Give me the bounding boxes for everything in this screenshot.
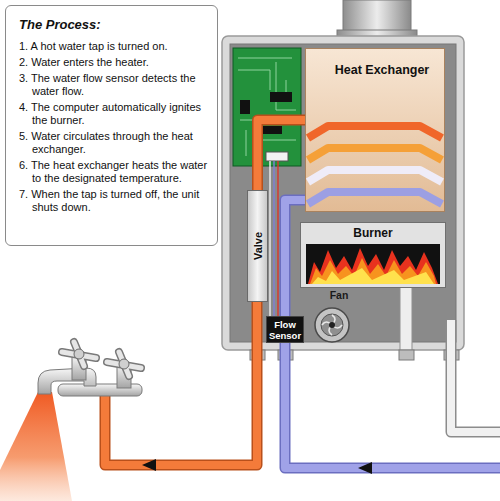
circuit-board [262, 126, 282, 134]
process-step: 3. The water flow sensor detects the wat… [19, 72, 211, 98]
gas-pipe [451, 320, 500, 432]
part-label: Burner [301, 226, 445, 240]
circuit-board [266, 152, 288, 161]
faucet [74, 349, 84, 359]
faucet [107, 352, 141, 376]
circuit-board [233, 48, 301, 166]
part-label: Valve [252, 232, 264, 260]
water-pipe [285, 200, 305, 316]
burner-flame [308, 248, 438, 284]
faucet [38, 368, 96, 394]
process-step: 1. A hot water tap is turned on. [19, 40, 211, 53]
gas-pipe [451, 320, 500, 432]
burner: Burner [300, 222, 446, 288]
circuit-board [270, 92, 292, 102]
burner-flame [312, 268, 434, 284]
heat-exchanger-coil [308, 148, 442, 160]
circuit-board [240, 100, 250, 114]
cold-water-pipe [285, 342, 500, 468]
sensor-wire [270, 161, 278, 316]
part-label: Heat Exchanger [320, 63, 444, 77]
flow-arrow [358, 462, 372, 474]
sensor-wire [277, 161, 278, 316]
process-heading: The Process: [19, 17, 211, 32]
pipe-outline [285, 200, 305, 316]
cold-water-pipe [285, 342, 500, 468]
faucet [62, 342, 96, 366]
faucet [119, 359, 129, 369]
faucet [62, 342, 96, 366]
hot-water-pipe [105, 300, 257, 465]
burner-flame [306, 244, 440, 284]
faucet [0, 392, 72, 501]
process-step: 6. The heat exchanger heats the water to… [19, 159, 211, 185]
process-step: 2. Water enters the heater. [19, 56, 211, 69]
part-label: Fan [308, 289, 360, 301]
gas-pipe [451, 320, 500, 432]
faucet [107, 352, 141, 376]
pipe-outline [258, 120, 306, 190]
flow-arrow [142, 459, 156, 471]
heat-exchanger-coil [308, 170, 442, 182]
heat-exchanger-coil [308, 126, 442, 138]
fan-rotor [321, 314, 343, 336]
sensor-wire [269, 161, 270, 316]
burner-flame [310, 258, 436, 284]
heat-exchanger-coil [308, 126, 442, 204]
fan-hub [329, 322, 335, 328]
hot-water-pipe [105, 300, 257, 465]
process-box: The Process: 1. A hot water tap is turned… [5, 5, 218, 246]
hot-water-pipe [105, 300, 257, 465]
heat-exchanger-coil [308, 192, 442, 204]
exhaust-duct [400, 286, 412, 350]
cold-water-pipe [285, 342, 500, 468]
burner-flame [306, 244, 440, 284]
part-label: Flow Sensor [268, 319, 302, 341]
circuit-board [233, 48, 301, 166]
valve: Valve [247, 190, 268, 302]
fan-housing [315, 308, 349, 342]
heat-exchanger: Heat Exchanger [305, 48, 445, 212]
process-step: 7. When the tap is turned off, the unit … [19, 188, 211, 214]
process-step: 5. Water circulates through the heat exc… [19, 130, 211, 156]
faucet [0, 342, 142, 501]
sensor-wire [273, 161, 274, 316]
flow-sensor: Flow Sensor [266, 316, 304, 343]
exhaust-duct [400, 286, 412, 350]
fan: Fan [308, 289, 360, 345]
water-pipe [258, 120, 306, 190]
circuit-board [238, 58, 296, 156]
heater-cabinet [230, 44, 456, 342]
pipe-stub [399, 350, 414, 360]
process-step: 4. The computer automatically ignites th… [19, 101, 211, 127]
flow-arrow [142, 459, 372, 474]
